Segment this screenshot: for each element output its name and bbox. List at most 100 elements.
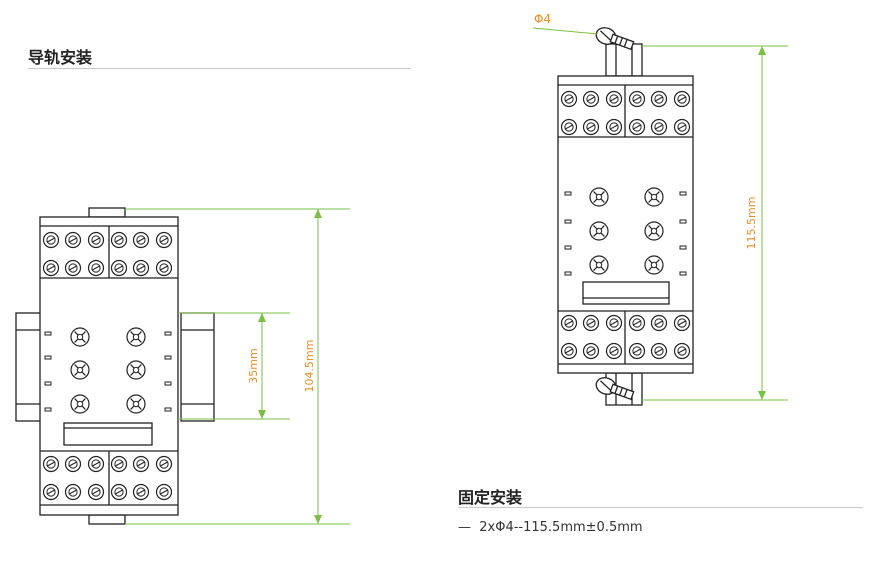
fixed-mount-title: 固定安装 — [458, 488, 523, 507]
terminal-screw-icon — [582, 342, 600, 360]
terminal-screw-icon — [110, 259, 128, 277]
fixed-adjust-screws — [589, 187, 664, 275]
fixed-label-window — [582, 281, 670, 305]
terminal-screw-icon — [605, 118, 623, 136]
side-slot — [44, 381, 52, 386]
screw-diameter-label: Φ4 — [534, 12, 551, 26]
top-clip — [88, 207, 126, 218]
side-slot — [164, 381, 172, 386]
fixed-height-label: 115.5mm — [745, 197, 758, 250]
terminal-screw-icon — [650, 342, 668, 360]
terminal-screw-icon — [110, 231, 128, 249]
terminal-screw-icon — [132, 259, 150, 277]
terminal-screw-icon — [628, 314, 646, 332]
adjust-screw-icon — [126, 327, 146, 347]
adjust-screw-icon — [644, 255, 664, 275]
rail-mount-title: 导轨安装 — [28, 48, 93, 67]
side-slot — [679, 219, 687, 224]
rail-adjust-screws — [70, 327, 146, 414]
terminal-screw-icon — [155, 455, 173, 473]
terminal-screw-icon — [155, 259, 173, 277]
terminal-screw-icon — [42, 455, 60, 473]
terminal-screw-icon — [605, 342, 623, 360]
fixed-mount-note: — 2xΦ4--115.5mm±0.5mm — [458, 520, 643, 535]
terminal-screw-icon — [673, 118, 691, 136]
fixed-mount-device — [557, 27, 694, 406]
adjust-screw-icon — [70, 327, 90, 347]
terminal-screw-icon — [582, 90, 600, 108]
adjust-screw-icon — [126, 394, 146, 414]
terminal-screw-icon — [87, 231, 105, 249]
fixed-dimension-lines — [642, 45, 788, 401]
adjust-screw-icon — [126, 360, 146, 380]
terminal-screw-icon — [582, 314, 600, 332]
terminal-screw-icon — [132, 455, 150, 473]
terminal-screw-icon — [155, 231, 173, 249]
side-slot — [164, 355, 172, 360]
terminal-screw-icon — [110, 483, 128, 501]
side-slot — [44, 355, 52, 360]
side-slot — [164, 407, 172, 412]
terminal-screw-icon — [628, 90, 646, 108]
terminal-screw-icon — [605, 314, 623, 332]
adjust-screw-icon — [70, 360, 90, 380]
terminal-screw-icon — [673, 342, 691, 360]
fixed-mount-title-underline — [458, 507, 863, 508]
screw-leader-line — [532, 27, 599, 35]
terminal-screw-icon — [605, 90, 623, 108]
rail-terminal-rows — [42, 231, 173, 501]
adjust-screw-icon — [589, 221, 609, 241]
terminal-screw-icon — [650, 314, 668, 332]
terminal-screw-icon — [560, 90, 578, 108]
terminal-screw-icon — [110, 455, 128, 473]
terminal-screw-icon — [87, 483, 105, 501]
adjust-screw-icon — [70, 394, 90, 414]
rail-mount-title-underline — [28, 68, 411, 69]
terminal-screw-icon — [42, 483, 60, 501]
side-slot — [44, 407, 52, 412]
terminal-screw-icon — [64, 259, 82, 277]
side-slot — [564, 191, 572, 196]
terminal-screw-icon — [155, 483, 173, 501]
terminal-screw-icon — [42, 231, 60, 249]
terminal-screw-icon — [582, 118, 600, 136]
terminal-screw-icon — [673, 90, 691, 108]
terminal-screw-icon — [650, 90, 668, 108]
note-text: 2xΦ4--115.5mm±0.5mm — [479, 520, 643, 535]
side-slot — [164, 331, 172, 336]
rail-dimension-lines — [125, 208, 350, 525]
note-dash: — — [458, 520, 471, 535]
terminal-screw-icon — [650, 118, 668, 136]
rail-side-slots — [44, 331, 172, 412]
terminal-screw-icon — [673, 314, 691, 332]
adjust-screw-icon — [644, 221, 664, 241]
terminal-screw-icon — [42, 259, 60, 277]
terminal-screw-icon — [628, 342, 646, 360]
side-slot — [679, 245, 687, 250]
top-mount-screw — [595, 27, 635, 51]
label-window — [63, 422, 153, 446]
fixed-terminal-rows — [560, 90, 691, 360]
terminal-screw-icon — [87, 455, 105, 473]
terminal-screw-icon — [560, 342, 578, 360]
rail-width-label: 35mm — [247, 348, 260, 383]
din-rail-right-flange — [180, 312, 215, 422]
terminal-screw-icon — [64, 455, 82, 473]
side-slot — [679, 191, 687, 196]
terminal-screw-icon — [64, 231, 82, 249]
terminal-screw-icon — [132, 231, 150, 249]
rail-height-label: 104.5mm — [303, 340, 316, 393]
terminal-screw-icon — [560, 314, 578, 332]
terminal-screw-icon — [628, 118, 646, 136]
bottom-clip — [88, 514, 126, 525]
top-bracket — [605, 43, 643, 77]
side-slot — [679, 271, 687, 276]
adjust-screw-icon — [589, 255, 609, 275]
adjust-screw-icon — [644, 187, 664, 207]
terminal-screw-icon — [560, 118, 578, 136]
side-slot — [564, 219, 572, 224]
side-slot — [564, 245, 572, 250]
side-slot — [564, 271, 572, 276]
terminal-screw-icon — [132, 483, 150, 501]
